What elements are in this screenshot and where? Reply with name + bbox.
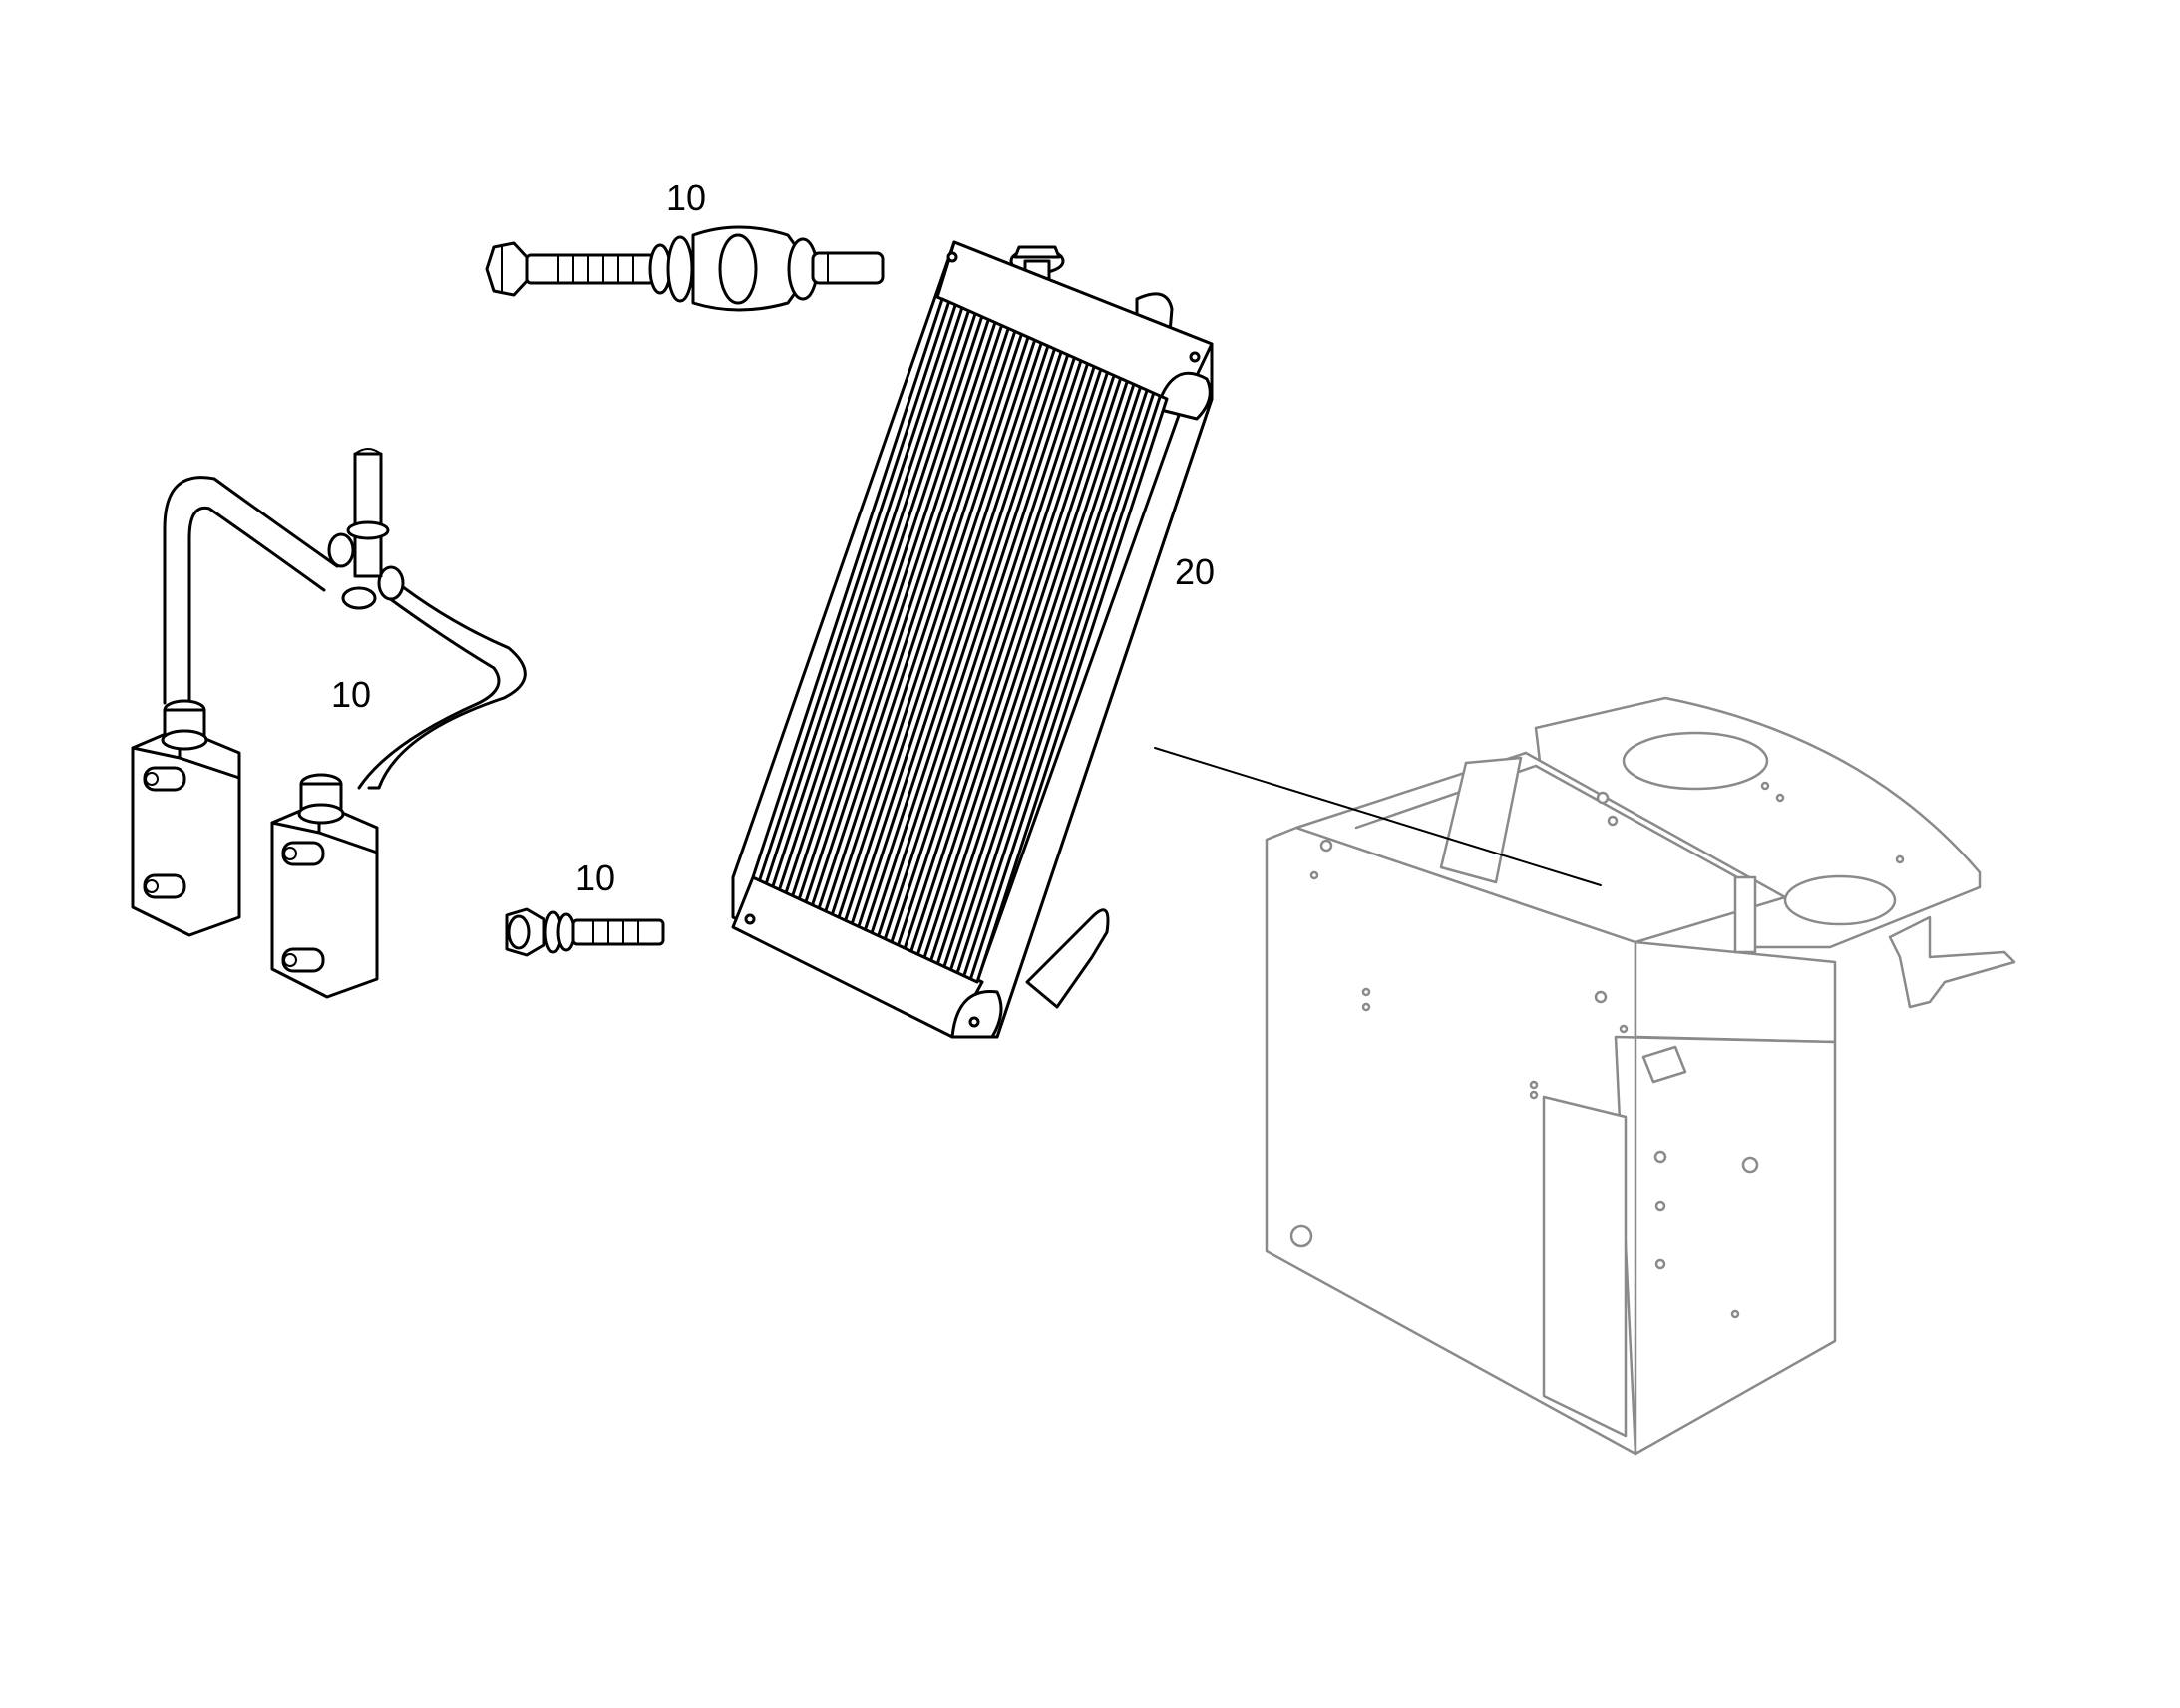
radiator-housing [1265,696,2016,1456]
radiator-fin [897,363,1090,946]
radiator-fin [830,333,1023,915]
radiator-fin [811,325,1003,906]
radiator-fin [850,342,1043,924]
top-bolt-assembly [485,225,885,312]
radiator-fin [771,307,964,887]
radiator-fin [817,327,1010,909]
radiator-fin [929,377,1123,961]
radiator-fin [758,301,951,881]
radiator-fin [870,351,1063,934]
radiator-fin [968,395,1162,980]
part-label-bolt-bottom: 10 [575,857,616,898]
radiator-fin [935,380,1129,964]
part-label-hose-assembly: 10 [331,674,372,715]
radiator-fin [955,389,1149,974]
radiator-fin [883,357,1076,940]
radiator-fin [922,375,1116,958]
radiator-fin [864,348,1056,930]
radiator-fin [903,366,1096,949]
radiator-fin [962,392,1156,977]
radiator-fin [949,386,1142,971]
radiator-fin [890,360,1083,943]
radiator-fin [877,354,1070,937]
radiator-fin [804,322,997,903]
hose-assembly [131,448,527,999]
leader-line-radiator [1154,747,1602,886]
radiator-fin [797,319,990,900]
radiator-fin [824,330,1017,912]
radiator-fin [844,339,1037,921]
radiator-fin [764,304,957,884]
radiator-fin [916,372,1109,955]
part-label-radiator: 20 [1175,551,1216,592]
part-label-bolt-top: 10 [666,177,707,218]
radiator-fin [857,345,1050,927]
radiator-fins [758,301,1162,980]
radiator-fin [791,316,984,896]
radiator-fin [778,310,970,890]
radiator-fin [942,383,1136,968]
radiator-fin [909,369,1103,952]
radiator-fin [784,313,977,893]
bottom-bolt-assembly [505,907,665,957]
radiator-assembly [731,240,1214,1039]
radiator-fin [837,336,1030,918]
